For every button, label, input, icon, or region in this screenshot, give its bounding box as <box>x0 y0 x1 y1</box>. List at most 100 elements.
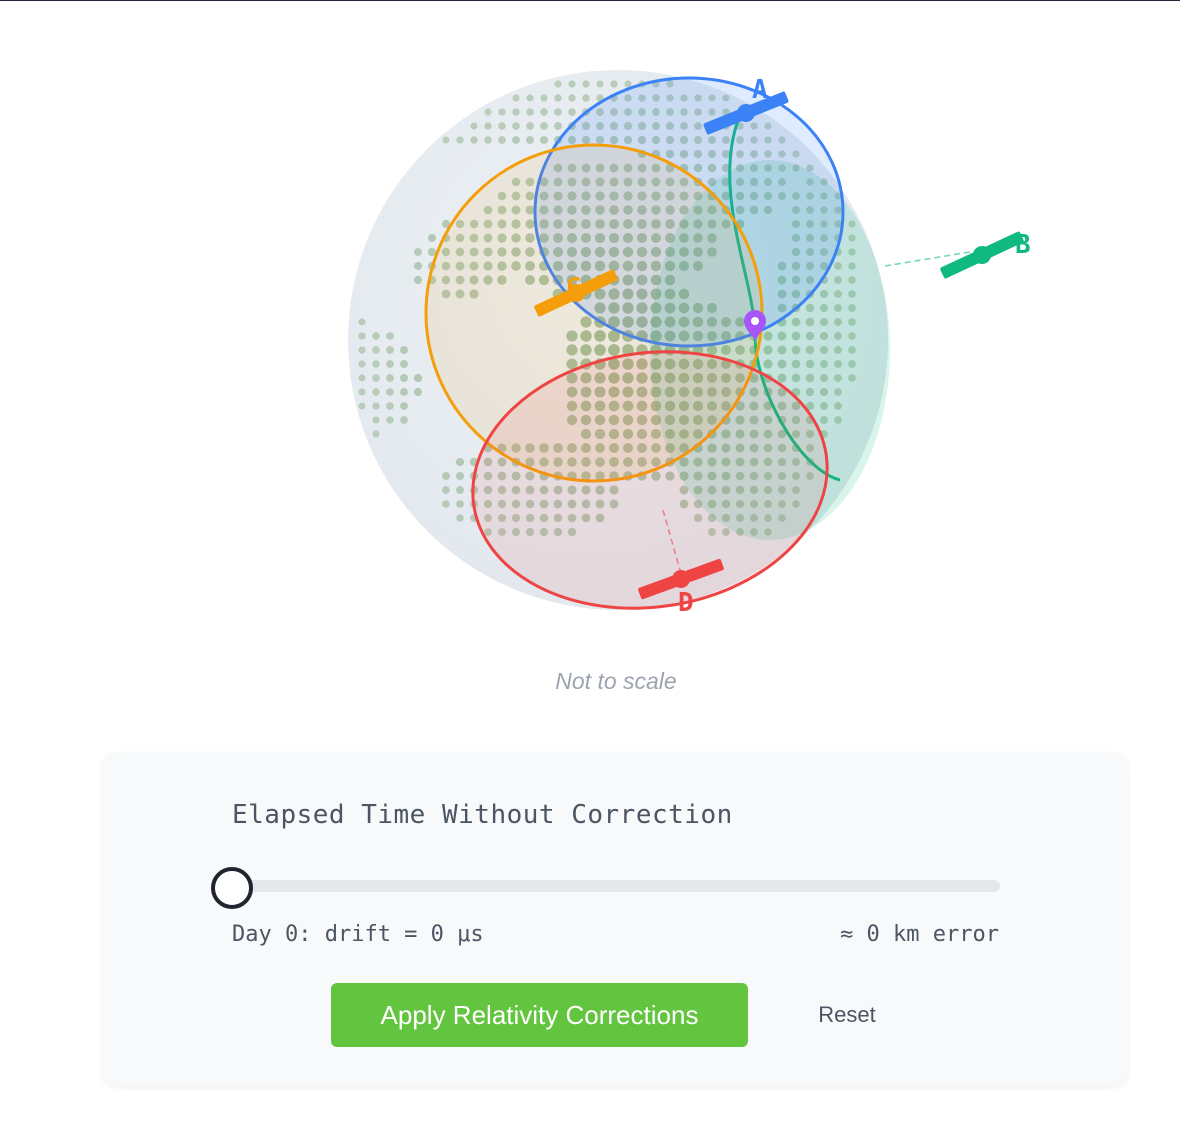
land-dot <box>650 386 662 398</box>
land-dot <box>540 108 548 116</box>
land-dot <box>358 402 366 410</box>
land-dot <box>511 233 521 243</box>
satellite-d[interactable] <box>637 555 726 602</box>
land-dot <box>512 136 520 144</box>
land-dot <box>455 471 465 481</box>
land-dot <box>693 205 703 215</box>
land-dot <box>595 219 605 229</box>
land-dot <box>694 122 702 130</box>
land-dot <box>594 386 606 398</box>
elapsed-time-slider-track[interactable] <box>230 880 1000 892</box>
land-dot <box>692 330 704 342</box>
land-dot <box>469 261 479 271</box>
land-dot <box>595 205 605 215</box>
land-dot <box>820 234 828 242</box>
panel-title: Elapsed Time Without Correction <box>232 800 733 830</box>
land-dot <box>580 246 592 258</box>
apply-relativity-corrections-button[interactable]: Apply Relativity Corrections <box>331 983 748 1047</box>
land-dot <box>805 275 815 285</box>
land-dot <box>750 150 758 158</box>
land-dot <box>525 191 535 201</box>
land-dot <box>792 500 800 508</box>
land-dot <box>664 302 676 314</box>
land-dot <box>679 191 689 201</box>
land-dot <box>819 289 829 299</box>
land-dot <box>622 372 634 384</box>
land-dot <box>679 457 689 467</box>
land-dot <box>567 163 577 173</box>
land-dot <box>735 471 745 481</box>
land-dot <box>624 108 632 116</box>
land-dot <box>777 289 787 299</box>
land-dot <box>623 443 633 453</box>
land-dot <box>820 206 828 214</box>
land-dot <box>400 388 408 396</box>
land-dot <box>664 414 676 426</box>
land-dot <box>806 178 814 186</box>
land-dot <box>582 122 590 130</box>
land-dot <box>413 387 423 397</box>
land-dot <box>791 415 801 425</box>
land-dot <box>526 136 534 144</box>
land-dot <box>539 513 549 523</box>
land-dot <box>679 443 689 453</box>
satellite-c[interactable] <box>532 266 619 320</box>
land-dot <box>524 274 536 286</box>
land-dot <box>581 513 591 523</box>
land-dot <box>665 471 675 481</box>
land-dot <box>735 485 745 495</box>
land-dot <box>820 220 828 228</box>
land-dot <box>679 177 689 187</box>
land-dot <box>637 443 647 453</box>
elapsed-time-slider-thumb[interactable] <box>211 867 253 909</box>
land-dot <box>596 80 604 88</box>
land-dot <box>651 191 661 201</box>
land-dot <box>455 261 465 271</box>
land-dot <box>608 260 620 272</box>
land-dot <box>679 135 689 145</box>
land-dot <box>652 94 660 102</box>
land-dot <box>764 178 772 186</box>
land-dot <box>636 372 648 384</box>
reset-button[interactable]: Reset <box>802 983 892 1047</box>
land-dot <box>749 415 759 425</box>
land-dot <box>567 457 577 467</box>
land-dot <box>580 372 592 384</box>
land-dot <box>722 94 730 102</box>
land-dot <box>483 233 493 243</box>
satellite-a[interactable] <box>702 88 790 138</box>
land-dot <box>582 80 590 88</box>
land-dot <box>413 261 423 271</box>
land-dot <box>497 499 507 509</box>
land-dot <box>497 247 507 257</box>
land-dot <box>721 443 731 453</box>
land-dot <box>567 233 577 243</box>
land-dot <box>567 135 577 145</box>
land-dot <box>554 108 562 116</box>
land-dot <box>497 485 507 495</box>
land-dot <box>735 373 745 383</box>
land-dot <box>608 316 620 328</box>
land-dot <box>608 344 620 356</box>
land-dot <box>777 331 787 341</box>
land-dot <box>735 345 745 355</box>
coverage-circle-d <box>471 350 829 610</box>
land-dot <box>651 135 661 145</box>
land-dot <box>735 177 745 187</box>
land-dot <box>596 108 604 116</box>
land-dot <box>609 499 619 509</box>
land-dot <box>721 177 731 187</box>
land-dot <box>791 373 801 383</box>
land-dot <box>526 122 534 130</box>
land-dot <box>678 260 690 272</box>
globe-visualization[interactable]: A B C D <box>300 50 1060 640</box>
land-dot <box>511 499 521 509</box>
land-dot <box>580 428 592 440</box>
land-dot <box>693 163 703 173</box>
land-dot <box>819 359 829 369</box>
land-dot <box>610 80 618 88</box>
land-dot <box>568 108 576 116</box>
satellite-b[interactable] <box>938 228 1025 282</box>
land-dot <box>469 247 479 257</box>
land-dot <box>749 471 759 481</box>
